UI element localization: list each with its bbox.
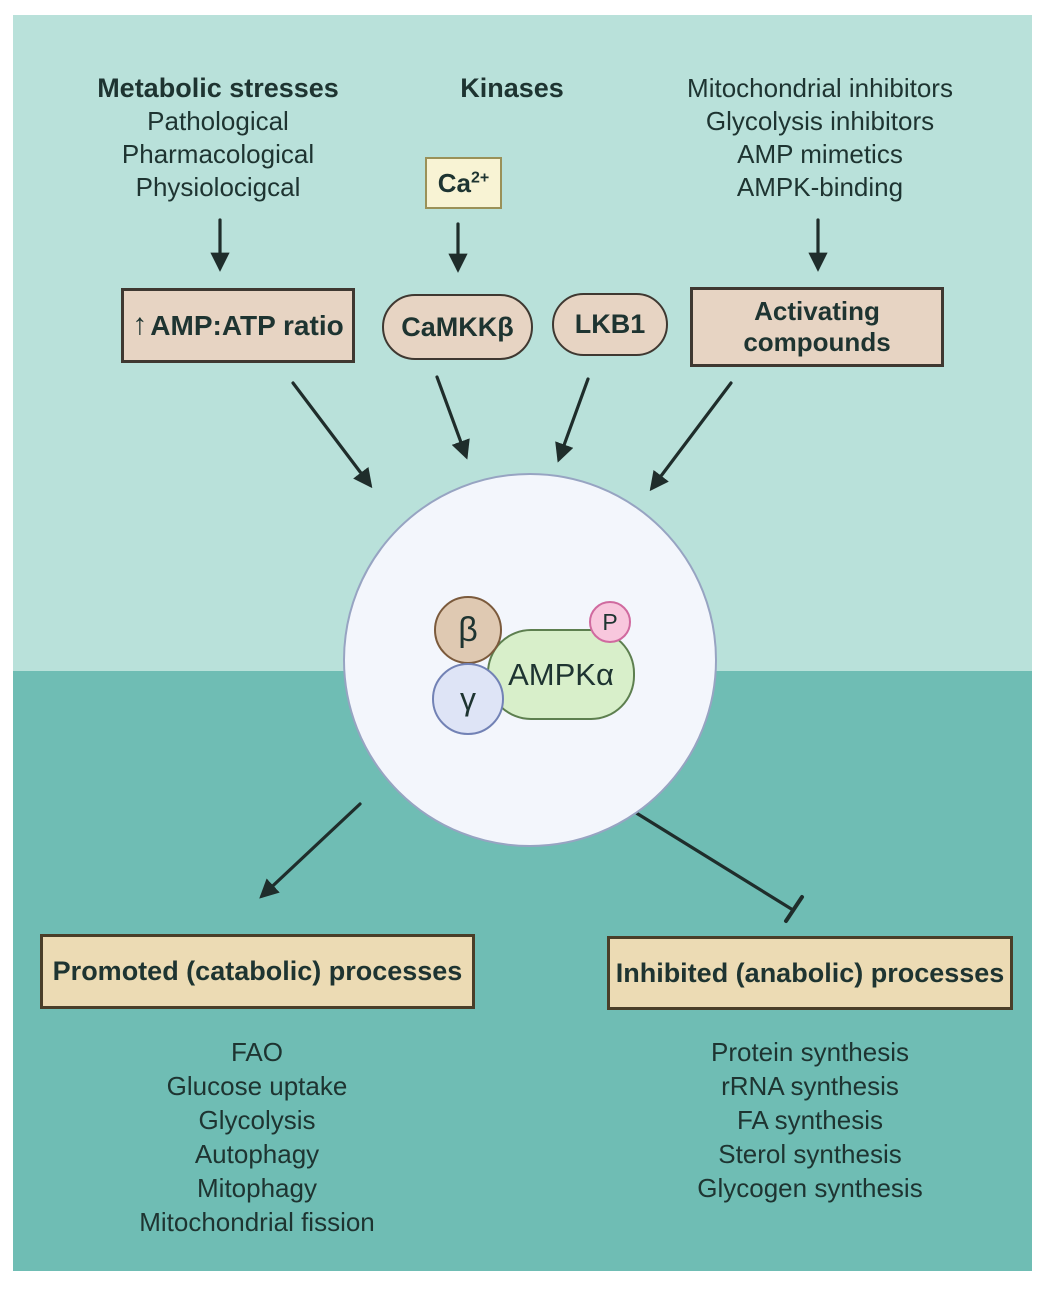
amp-atp-ratio-label: AMP:ATP ratio xyxy=(150,309,344,341)
amp-atp-ratio-node: ↑ AMP:ATP ratio xyxy=(121,288,355,363)
inhibited-processes-list: Protein synthesis rRNA synthesis FA synt… xyxy=(608,1035,1012,1205)
promoted-processes-label: Promoted (catabolic) processes xyxy=(52,956,463,986)
kinases-group: Kinases xyxy=(437,72,587,105)
inhibited-item-rrna-synthesis: rRNA synthesis xyxy=(721,1071,899,1101)
ampk-alpha-label: AMPKα xyxy=(508,656,614,692)
camkk-node: CaMKKβ xyxy=(382,294,533,360)
ampk-alpha-subunit: AMPKα xyxy=(487,629,635,720)
lkb1-node: LKB1 xyxy=(552,293,668,356)
activator-item-amp-mimetics: AMP mimetics xyxy=(737,139,903,169)
inhibited-item-glycogen-synthesis: Glycogen synthesis xyxy=(697,1173,923,1203)
beta-label: β xyxy=(458,610,478,649)
calcium-label: Ca2+ xyxy=(437,167,490,198)
inhibited-processes-node: Inhibited (anabolic) processes xyxy=(607,936,1013,1010)
metabolic-stresses-group: Metabolic stresses Pathological Pharmaco… xyxy=(48,72,388,204)
gamma-subunit: γ xyxy=(432,663,504,735)
promoted-processes-node: Promoted (catabolic) processes xyxy=(40,934,475,1009)
promoted-item-fao: FAO xyxy=(230,1037,283,1067)
activator-item-glycolysis-inhibitors: Glycolysis inhibitors xyxy=(705,106,935,136)
increase-arrow-icon: ↑ xyxy=(132,307,148,341)
promoted-item-autophagy: Autophagy xyxy=(194,1139,320,1169)
calcium-node: Ca2+ xyxy=(425,157,502,209)
activating-compounds-label-line1: Activating xyxy=(754,296,880,326)
promoted-item-glucose-uptake: Glucose uptake xyxy=(166,1071,348,1101)
inhibited-processes-label: Inhibited (anabolic) processes xyxy=(615,957,1005,988)
camkk-label: CaMKKβ xyxy=(401,311,514,342)
stress-item-physiological: Physiolocigcal xyxy=(135,172,301,202)
inhibited-item-sterol-synthesis: Sterol synthesis xyxy=(718,1139,902,1169)
gamma-label: γ xyxy=(460,680,476,717)
inhibited-item-fa-synthesis: FA synthesis xyxy=(737,1105,883,1135)
activating-compounds-label-line2: compounds xyxy=(743,327,891,357)
activating-compounds-node: Activating compounds xyxy=(690,287,944,367)
promoted-processes-list: FAO Glucose uptake Glycolysis Autophagy … xyxy=(55,1035,459,1239)
activator-item-mitochondrial-inhibitors: Mitochondrial inhibitors xyxy=(687,73,953,103)
stress-item-pathological: Pathological xyxy=(147,106,289,136)
promoted-item-mitophagy: Mitophagy xyxy=(197,1173,317,1203)
ampk-complex-circle: AMPKα β γ P xyxy=(343,473,717,847)
activator-item-ampk-binding: AMPK-binding xyxy=(736,172,904,202)
metabolic-stresses-title: Metabolic stresses xyxy=(97,73,339,103)
promoted-item-glycolysis: Glycolysis xyxy=(198,1105,316,1135)
phosphate-label: P xyxy=(602,608,618,635)
promoted-item-mitochondrial-fission: Mitochondrial fission xyxy=(139,1207,375,1237)
lkb1-label: LKB1 xyxy=(574,309,646,339)
beta-subunit: β xyxy=(434,596,502,664)
inhibited-item-protein-synthesis: Protein synthesis xyxy=(711,1037,909,1067)
activators-group: Mitochondrial inhibitors Glycolysis inhi… xyxy=(655,72,985,204)
stress-item-pharmacological: Pharmacological xyxy=(121,139,315,169)
phosphate-group: P xyxy=(589,601,631,643)
kinases-title: Kinases xyxy=(460,73,564,103)
